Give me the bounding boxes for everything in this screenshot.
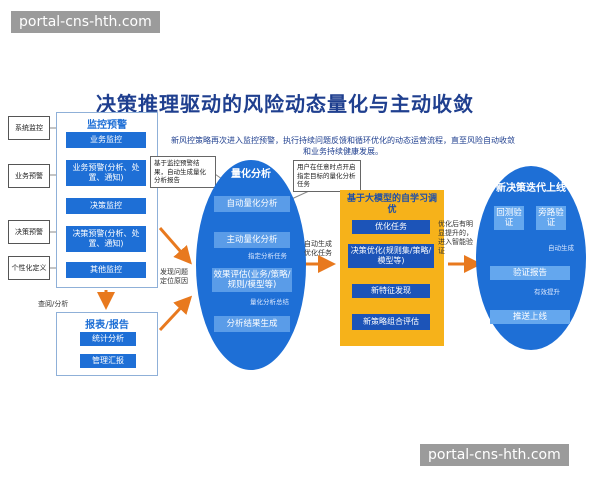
quant-label-assign: 指定分析任务 [248, 252, 287, 260]
monitor-item-decision-alert[interactable]: 决策预警(分析、处置、通知) [66, 226, 146, 252]
side-label-system: 系统监控 [8, 116, 50, 140]
query-analysis-label: 查阅/分析 [38, 300, 69, 308]
diagram-title: 决策推理驱动的风险动态量化与主动收敛 [96, 92, 474, 116]
arrow-report-to-discover [158, 295, 193, 332]
report-panel-title: 报表/报告 [85, 320, 129, 331]
self-learn-item-task[interactable]: 优化任务 [352, 220, 430, 234]
discover-label: 发现问题定位原因 [160, 268, 188, 285]
self-learn-item-feature[interactable]: 新特征发现 [352, 284, 430, 298]
auto-optimize-label: 自动生成优化任务 [304, 240, 332, 257]
arrow-to-discover [158, 227, 192, 265]
monitor-panel-title: 监控预警 [87, 120, 127, 131]
note-user-task: 用户在任意时点开启指定目标的量化分析任务 [293, 160, 361, 192]
side-label-decision: 决策预警 [8, 220, 50, 244]
quant-item-result[interactable]: 分析结果生成 [214, 316, 290, 332]
monitor-item-business[interactable]: 业务监控 [66, 132, 146, 148]
monitor-item-decision[interactable]: 决策监控 [66, 198, 146, 214]
quant-analysis-title: 量化分析 [231, 169, 271, 180]
quant-item-auto[interactable]: 自动量化分析 [214, 196, 290, 212]
self-learn-item-evaluate[interactable]: 新策略组合评估 [352, 314, 430, 330]
diagram-subtitle: 新风控策略再次进入监控预警，执行持续问题反馈和循环优化的动态运营流程，直至风险自… [171, 136, 515, 156]
push-launch[interactable]: 推送上线 [490, 310, 570, 324]
quant-item-evaluate[interactable]: 效果评估(业务/策略/规则/模型等) [212, 268, 292, 292]
verify-report[interactable]: 验证报告 [490, 266, 570, 280]
quant-label-summary: 量化分析总结 [250, 298, 289, 306]
optimize-verify-label: 优化后有明显提升的，进入智能验证 [438, 220, 473, 255]
verify-bypass[interactable]: 旁路验证 [536, 206, 566, 230]
watermark-bottom: portal-cns-hth.com [420, 444, 569, 466]
verify-backtest[interactable]: 回测验证 [494, 206, 524, 230]
side-label-custom: 个性化定义 [8, 256, 50, 280]
new-decision-title: 新决策迭代上线 [496, 183, 566, 194]
effective-label: 有效提升 [534, 288, 560, 296]
monitor-item-other[interactable]: 其他监控 [66, 262, 146, 278]
self-learn-title: 基于大模型的自学习调优 [346, 194, 437, 215]
auto-generate-label: 自动生成 [548, 244, 574, 252]
self-learn-item-optimize[interactable]: 决策优化(规则集/策略/模型等) [348, 244, 434, 268]
side-label-business: 业务预警 [8, 164, 50, 188]
note-auto-report: 基于监控预警结果，自动生成量化分析报告 [150, 156, 216, 188]
report-item-management[interactable]: 管理汇报 [80, 354, 136, 368]
watermark-top: portal-cns-hth.com [11, 11, 160, 33]
report-item-stats[interactable]: 统计分析 [80, 332, 136, 346]
quant-analysis-ellipse [196, 160, 306, 370]
monitor-item-business-alert[interactable]: 业务预警(分析、处置、通知) [66, 160, 146, 186]
quant-item-active[interactable]: 主动量化分析 [214, 232, 290, 248]
